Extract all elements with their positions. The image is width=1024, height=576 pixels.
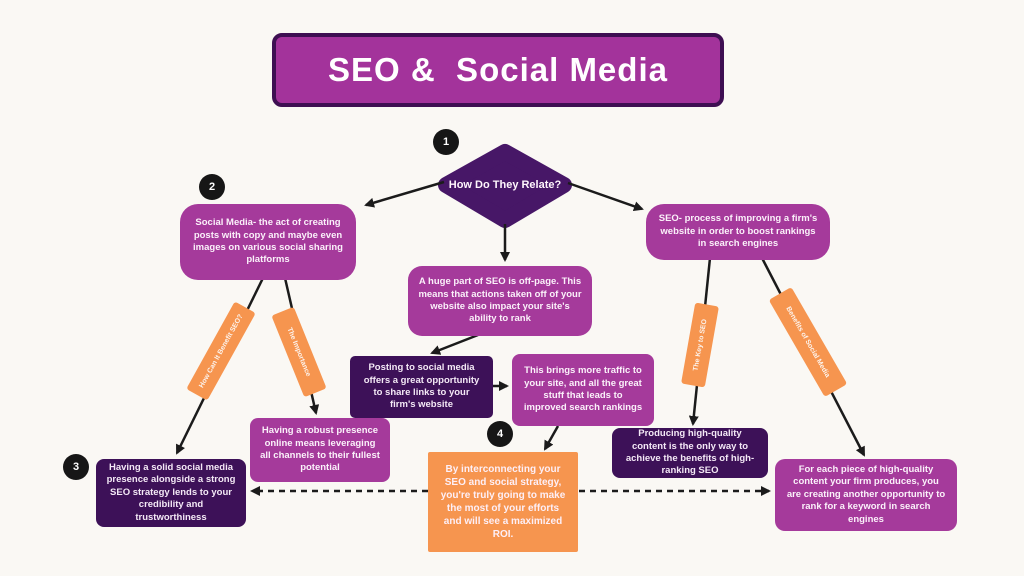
node-maximized-roi: By interconnecting your SEO and social s… <box>428 452 578 552</box>
node-posting-links: Posting to social media offers a great o… <box>350 356 493 418</box>
node-robust-presence: Having a robust presence online means le… <box>250 418 390 482</box>
edge-label-key-to-seo: The Key to SEO <box>681 302 719 388</box>
node-quality-content: Producing high-quality content is the on… <box>612 428 768 478</box>
step-badge-3: 3 <box>63 454 89 480</box>
node-social-media-definition: Social Media- the act of creating posts … <box>180 204 356 280</box>
node-off-page-seo: A huge part of SEO is off-page. This mea… <box>408 266 592 336</box>
arrow-offpage-to-posting <box>430 333 479 355</box>
edge-label-benefits-social: Benefits of Social Media <box>768 287 848 397</box>
step-badge-2: 2 <box>199 174 225 200</box>
diamond-question: How Do They Relate? <box>448 178 562 191</box>
node-keyword-opportunity: For each piece of high-quality content y… <box>775 459 957 531</box>
page-title: SEO & Social Media <box>328 51 668 88</box>
edge-label-importance: The Importance <box>271 306 327 398</box>
arrow-traffic-to-roi <box>543 425 560 451</box>
node-more-traffic: This brings more traffic to your site, a… <box>512 354 654 426</box>
node-credibility: Having a solid social media presence alo… <box>96 459 246 527</box>
step-badge-1: 1 <box>433 129 459 155</box>
edge-label-benefit-seo: How Can It Benefit SEO? <box>186 301 256 401</box>
step-badge-4: 4 <box>487 421 513 447</box>
arrow-diamond-to-social <box>364 180 445 208</box>
title-banner: SEO & Social Media <box>272 33 724 107</box>
node-seo-definition: SEO- process of improving a firm's websi… <box>646 204 830 260</box>
arrow-diamond-to-seo <box>567 181 644 212</box>
